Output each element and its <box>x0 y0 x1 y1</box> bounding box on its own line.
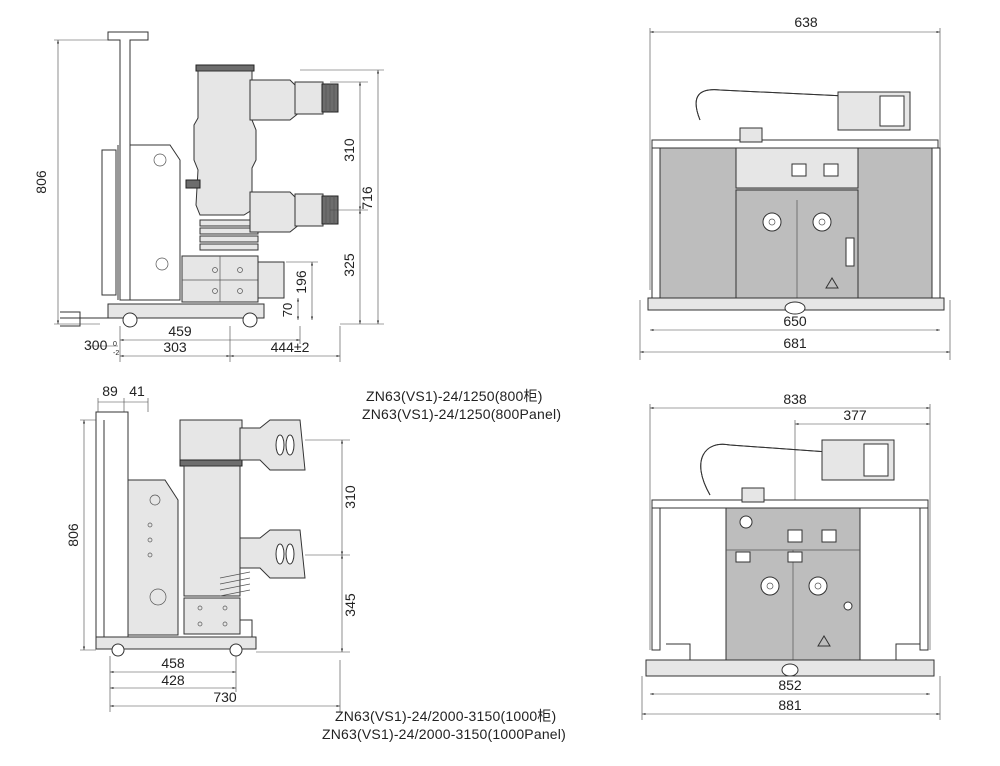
dim-tolerance-lower: -2 <box>113 350 119 357</box>
dim-638: 638 <box>794 14 818 30</box>
dim-325: 325 <box>341 253 357 277</box>
dim-650: 650 <box>783 313 807 329</box>
dim-716: 716 <box>359 186 375 210</box>
caption-bottom-model-cn: ZN63(VS1)-24/2000-3150(1000柜) <box>335 708 557 724</box>
dim-681: 681 <box>783 335 807 351</box>
dim-196: 196 <box>293 270 309 294</box>
dim-852: 852 <box>778 677 802 693</box>
dim-444: 444±2 <box>271 339 310 355</box>
dim-428: 428 <box>161 672 185 688</box>
dim-70: 70 <box>280 303 295 317</box>
top-front-view: 638 650 681 <box>639 14 951 360</box>
dim-41: 41 <box>129 383 145 399</box>
dim-tolerance: 0 <box>113 341 117 348</box>
bottom-front-view: 838 377 852 881 <box>641 391 941 720</box>
dim-377: 377 <box>843 407 867 423</box>
dim-459: 459 <box>168 323 192 339</box>
dim-300: 300 <box>84 337 108 353</box>
bellows <box>199 219 259 251</box>
caption-bottom-model-en: ZN63(VS1)-24/2000-3150(1000Panel) <box>322 726 566 742</box>
dim-881: 881 <box>778 697 802 713</box>
top-side-view: 806 310 716 325 196 70 459 300 0 -2 303 … <box>33 31 384 362</box>
dim-303: 303 <box>163 339 187 355</box>
dim-806-bottom: 806 <box>65 523 81 547</box>
dim-310-top: 310 <box>341 138 357 162</box>
dim-838: 838 <box>783 391 807 407</box>
dim-458: 458 <box>161 655 185 671</box>
dim-806-top: 806 <box>33 170 49 194</box>
dim-89: 89 <box>102 383 118 399</box>
dim-310-bottom: 310 <box>342 485 358 509</box>
caption-top-model-cn: ZN63(VS1)-24/1250(800柜) <box>366 388 543 404</box>
bottom-side-view: 89 41 806 310 345 458 428 730 <box>65 383 358 712</box>
caption-top-model-en: ZN63(VS1)-24/1250(800Panel) <box>362 406 562 422</box>
dim-345: 345 <box>342 593 358 617</box>
dim-730: 730 <box>213 689 237 705</box>
